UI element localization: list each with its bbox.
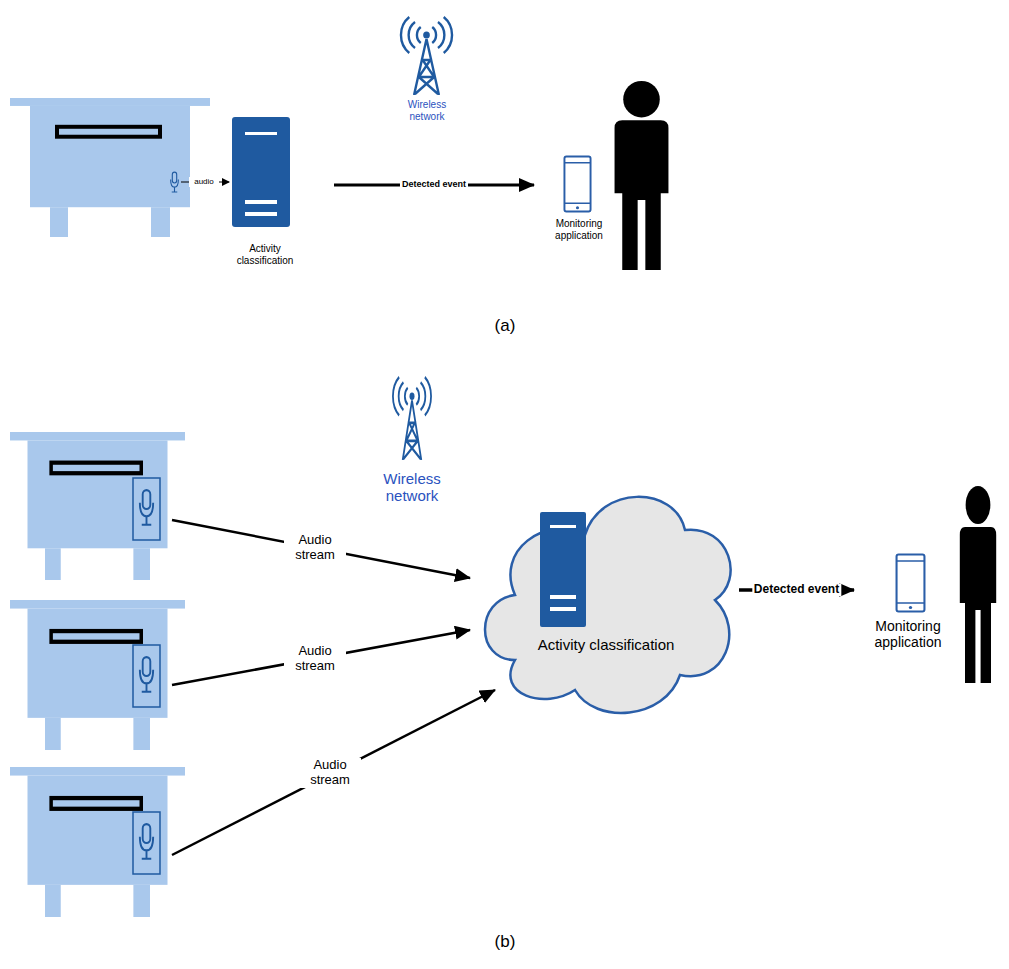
phone-icon	[564, 156, 590, 211]
network-label: Wireless network	[372, 470, 452, 505]
network-label: Wireless network	[399, 99, 455, 122]
edge-label: Detected event	[400, 180, 468, 190]
edge-label: Detected event	[752, 583, 841, 596]
node-label: Monitoring application	[859, 618, 957, 650]
cloud-shape	[475, 470, 737, 720]
server-icon	[540, 512, 586, 627]
node-label: Monitoring application	[541, 218, 617, 241]
phone-icon	[897, 555, 925, 612]
stream-label: Audio stream	[299, 758, 361, 788]
node-label: Activity classification	[531, 636, 681, 653]
panel-label: (b)	[485, 932, 525, 952]
phone-node: Monitoring application	[858, 550, 958, 654]
beehive	[10, 767, 185, 917]
phone-node: Monitoring application	[540, 152, 618, 245]
beehive	[10, 600, 185, 750]
microphone-icon	[171, 172, 179, 192]
server-node: Activity classification	[222, 115, 308, 270]
cloud-outline	[485, 497, 731, 713]
panel-label: (a)	[485, 316, 525, 336]
audio-stream-arrow	[172, 630, 470, 685]
stream-label: Audio stream	[284, 533, 346, 563]
person-icon	[615, 81, 669, 270]
server-icon	[232, 117, 290, 227]
person-icon	[960, 486, 996, 683]
cloud-node: Activity classification	[475, 470, 737, 720]
signal-label: audio	[189, 177, 219, 186]
beehive	[10, 98, 210, 237]
stream-label: Audio stream	[284, 644, 346, 674]
beehive	[10, 432, 185, 580]
node-label: Activity classification	[223, 243, 307, 266]
antenna-tower	[393, 377, 431, 460]
antenna-tower	[401, 17, 452, 95]
audio-stream-arrow	[172, 520, 470, 578]
audio-stream-arrow	[172, 690, 495, 855]
